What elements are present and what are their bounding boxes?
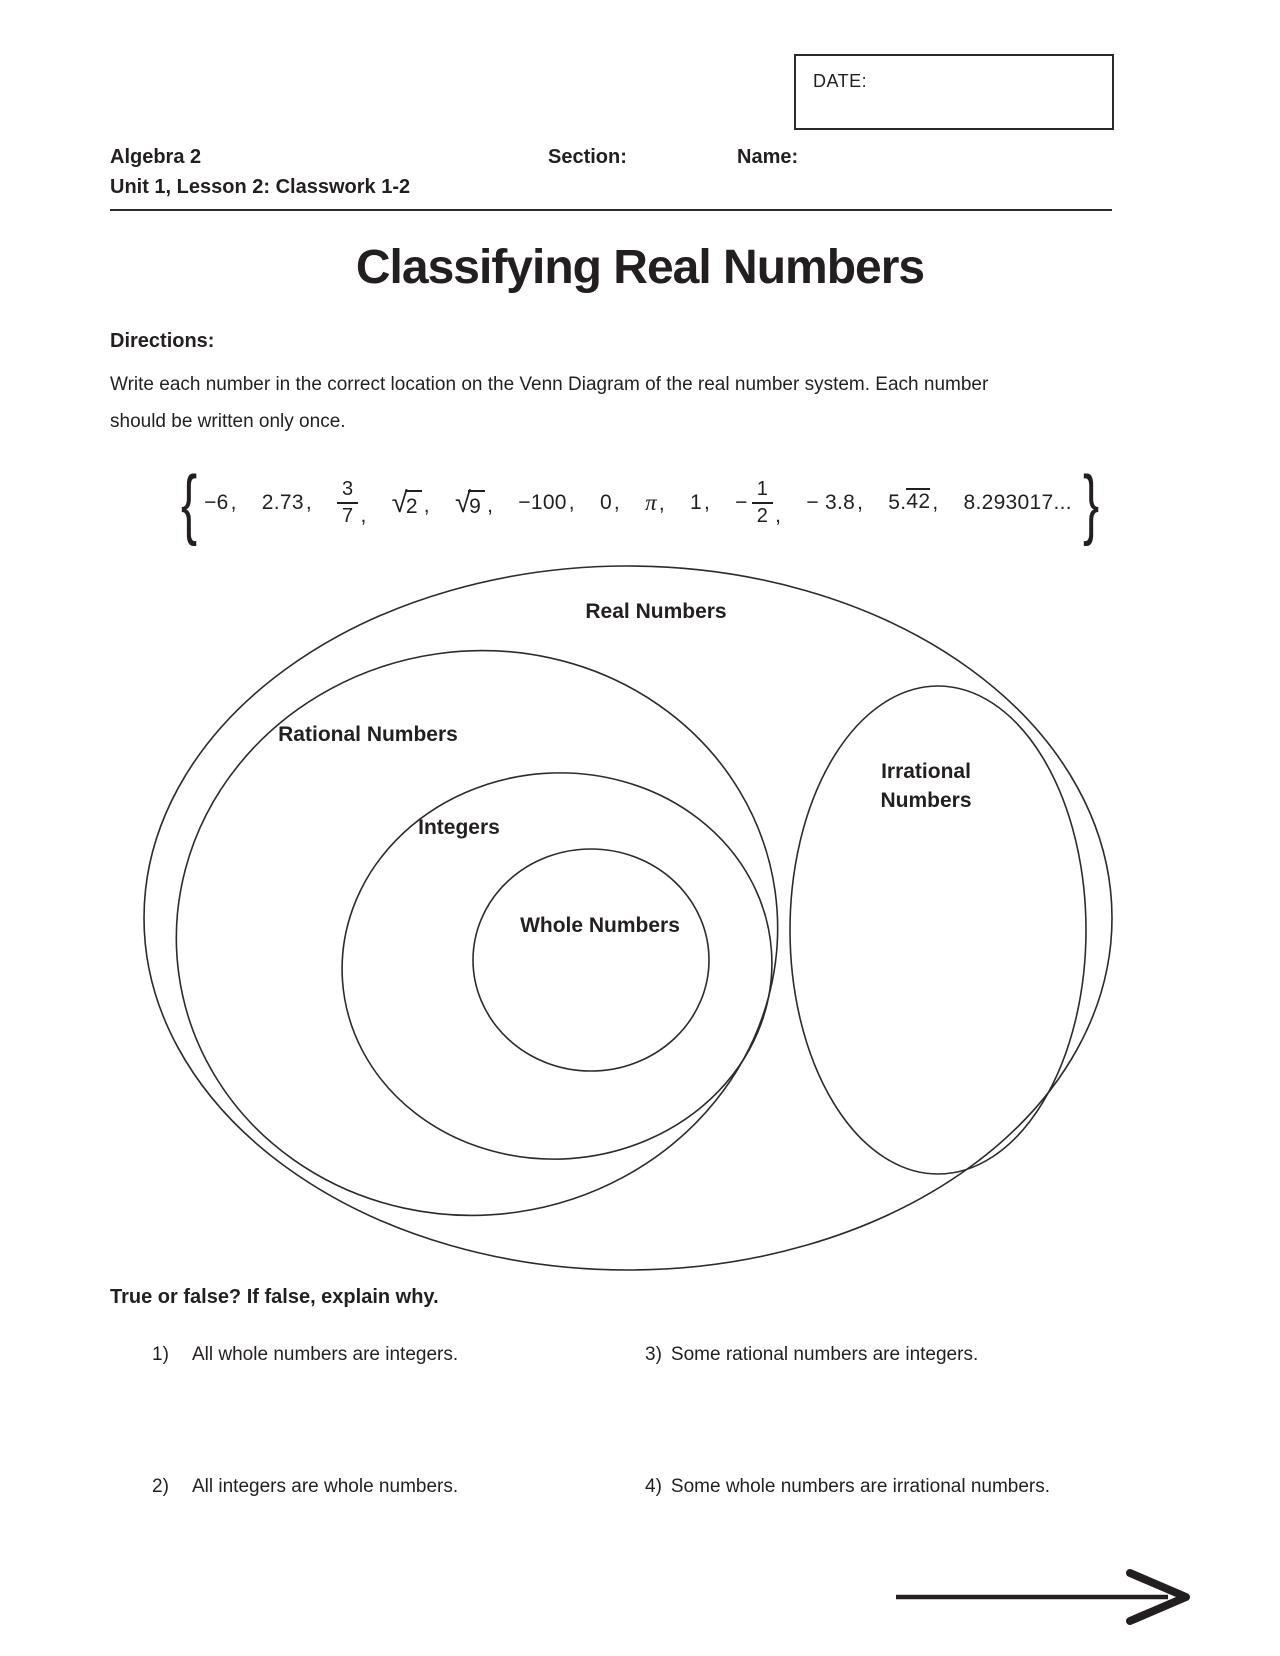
set-item-zero: 0, <box>599 491 621 514</box>
set-item-minus-3-8: − 3.8, <box>806 491 864 514</box>
date-label: DATE: <box>813 71 868 91</box>
venn-label-real: Real Numbers <box>585 600 726 623</box>
venn-real-ellipse <box>143 565 1113 1271</box>
question-2-text: All integers are whole numbers. <box>192 1476 459 1497</box>
venn-rational-ellipse <box>175 649 779 1217</box>
header-divider <box>110 209 1112 211</box>
set-item-minus-6: −6, <box>204 491 237 514</box>
venn-label-whole: Whole Numbers <box>520 914 680 937</box>
venn-label-rational: Rational Numbers <box>278 723 458 746</box>
question-1-text: All whole numbers are integers. <box>192 1344 459 1365</box>
true-false-heading: True or false? If false, explain why. <box>110 1286 439 1308</box>
page-title: Classifying Real Numbers <box>355 241 925 294</box>
venn-label-irrational-line2: Numbers <box>880 789 971 812</box>
question-3: 3) Some rational numbers are integers. <box>645 1344 978 1366</box>
question-2-number: 2) <box>152 1476 169 1497</box>
set-item-minus-100: −100, <box>518 491 575 514</box>
set-item-2-73: 2.73, <box>261 491 313 514</box>
venn-label-integers: Integers <box>418 816 500 839</box>
question-3-text: Some rational numbers are integers. <box>670 1344 979 1365</box>
course-title: Algebra 2 <box>110 146 202 168</box>
set-item-sqrt-2: √2, <box>391 486 430 519</box>
venn-diagram: Real Numbers Rational Numbers Integers W… <box>143 565 1113 1271</box>
set-item-sqrt-9: √9, <box>454 486 494 519</box>
set-close-brace: } <box>1082 459 1100 547</box>
set-item-5-point-42-repeating: 5.42, <box>888 487 939 514</box>
venn-label-irrational-line1: Irrational <box>881 760 971 783</box>
question-3-number: 3) <box>645 1344 662 1365</box>
question-4-text: Some whole numbers are irrational number… <box>670 1476 1051 1497</box>
set-item-8-293017: 8.293017... <box>963 491 1072 514</box>
venn-irrational-ellipse <box>789 685 1087 1175</box>
venn-integers-ellipse <box>341 772 773 1160</box>
question-4-number: 4) <box>645 1476 662 1497</box>
question-4: 4) Some whole numbers are irrational num… <box>645 1476 1050 1498</box>
venn-whole-ellipse <box>472 848 710 1072</box>
right-arrow-icon <box>896 1569 1190 1625</box>
set-item-pi: π, <box>645 490 666 515</box>
directions-label: Directions: <box>110 330 215 352</box>
set-open-brace: { <box>180 459 198 547</box>
question-1-number: 1) <box>152 1344 169 1365</box>
directions-text: Write each number in the correct locatio… <box>110 366 1085 440</box>
directions-line-1: Write each number in the correct locatio… <box>110 374 989 395</box>
section-label: Section: <box>548 146 627 168</box>
set-item-one: 1, <box>690 491 711 514</box>
directions-line-2: should be written only once. <box>110 411 346 432</box>
question-1: 1) All whole numbers are integers. <box>152 1344 458 1366</box>
lesson-title: Unit 1, Lesson 2: Classwork 1-2 <box>110 176 411 198</box>
question-2: 2) All integers are whole numbers. <box>152 1476 458 1498</box>
date-field-box[interactable]: DATE: <box>794 54 1114 130</box>
name-label: Name: <box>737 146 799 168</box>
